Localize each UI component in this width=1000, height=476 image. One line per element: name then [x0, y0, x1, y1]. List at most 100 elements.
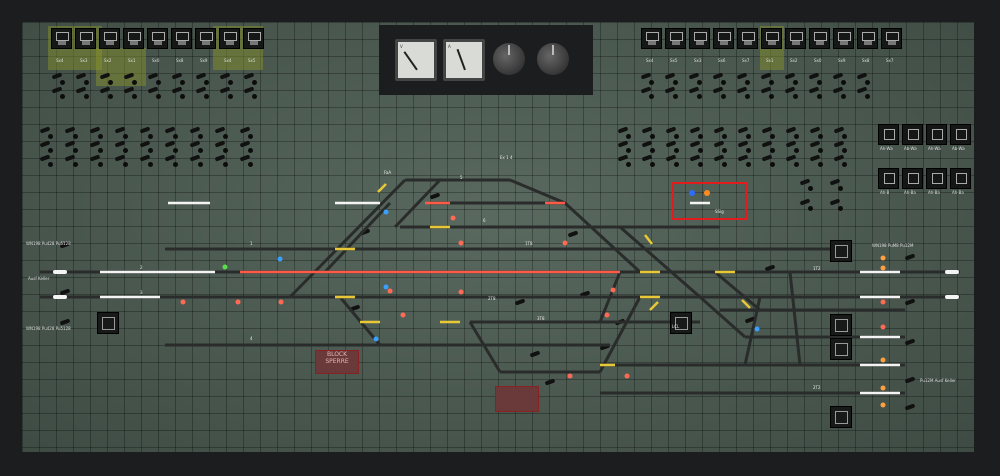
left-switch-8[interactable] [243, 28, 264, 49]
switch-icon [128, 32, 141, 41]
control-box-right-1[interactable] [830, 240, 852, 262]
right-switch-label: Sx5 [670, 58, 678, 63]
lever-pivot [148, 162, 153, 167]
switch-button [82, 41, 90, 45]
lever-pivot [818, 148, 823, 153]
lever-pivot [818, 134, 823, 139]
panel-switch-label: Ah-Ba [952, 190, 964, 195]
lever-pivot [48, 148, 53, 153]
lever-pivot [173, 162, 178, 167]
panel-switch-label: Ah-Wa [928, 146, 941, 151]
panel-switch-icon [932, 129, 943, 140]
right-switch-2[interactable] [689, 28, 710, 49]
control-box-right-2[interactable] [830, 314, 852, 336]
right-switch-6[interactable] [785, 28, 806, 49]
panel-switch-label: Ah-Ba [904, 190, 916, 195]
right-switch-8[interactable] [833, 28, 854, 49]
lever-pivot [673, 80, 678, 85]
panel-switch-6[interactable] [926, 168, 947, 189]
switch-button [250, 41, 258, 45]
lever-pivot [173, 148, 178, 153]
lever-pivot [745, 94, 750, 99]
lever-pivot [793, 94, 798, 99]
switch-icon [766, 32, 779, 41]
lever-pivot [698, 148, 703, 153]
lever-pivot [808, 206, 813, 211]
left-switch-label: Sx3 [80, 58, 88, 63]
control-box-center[interactable] [670, 312, 692, 334]
lever-pivot [793, 80, 798, 85]
control-box-right-4[interactable] [830, 406, 852, 428]
lever-pivot [697, 94, 702, 99]
switch-button [202, 41, 210, 45]
left-switch-2[interactable] [99, 28, 120, 49]
switch-button [768, 41, 776, 45]
right-switch-label: Sx0 [814, 58, 822, 63]
lever-pivot [746, 148, 751, 153]
right-switch-9[interactable] [857, 28, 878, 49]
track-label: 6 [483, 218, 486, 223]
right-switch-0[interactable] [641, 28, 662, 49]
switch-icon [790, 32, 803, 41]
lever-pivot [248, 134, 253, 139]
block-sign-1: BLOCK SPERRE [315, 350, 359, 374]
left-switch-label: Sx5 [248, 58, 256, 63]
left-switch-5[interactable] [171, 28, 192, 49]
panel-switch-5[interactable] [902, 168, 923, 189]
switch-button [840, 41, 848, 45]
right-switch-5[interactable] [761, 28, 782, 49]
lever-pivot [746, 134, 751, 139]
panel-switch-icon [956, 173, 967, 184]
left-switch-3[interactable] [123, 28, 144, 49]
lever-pivot [841, 94, 846, 99]
track-label: 4 [250, 336, 253, 341]
lever-pivot [156, 94, 161, 99]
lever-pivot [148, 148, 153, 153]
right-switch-3[interactable] [713, 28, 734, 49]
left-switch-label: Sx1 [128, 58, 136, 63]
panel-switch-1[interactable] [902, 124, 923, 145]
switch-button [696, 41, 704, 45]
panel-switch-label: Ah-Wa [880, 146, 893, 151]
track-label: 1 [250, 241, 253, 246]
track-label: FaA [384, 170, 392, 175]
right-switch-7[interactable] [809, 28, 830, 49]
switch-button [744, 41, 752, 45]
track-label: 1T2 [813, 266, 821, 271]
left-switch-7[interactable] [219, 28, 240, 49]
panel-switch-2[interactable] [926, 124, 947, 145]
track-label: 2T2 [813, 385, 821, 390]
panel-switch-7[interactable] [950, 168, 971, 189]
block-sign-1-text: BLOCK SPERRE [325, 351, 349, 365]
control-knob-1[interactable] [493, 43, 525, 75]
left-switch-1[interactable] [75, 28, 96, 49]
left-switch-4[interactable] [147, 28, 168, 49]
right-switch-label: Sx4 [646, 58, 654, 63]
lever-pivot [746, 162, 751, 167]
panel-switch-4[interactable] [878, 168, 899, 189]
switch-button [888, 41, 896, 45]
left-switch-6[interactable] [195, 28, 216, 49]
panel-switch-3[interactable] [950, 124, 971, 145]
switch-icon [200, 32, 213, 41]
lever-pivot [674, 162, 679, 167]
track-label: 2 [140, 265, 143, 270]
lever-pivot [842, 148, 847, 153]
switch-icon [670, 32, 683, 41]
control-box-left[interactable] [97, 312, 119, 334]
control-knob-2[interactable] [537, 43, 569, 75]
switch-button [672, 41, 680, 45]
lever-pivot [248, 148, 253, 153]
panel-switch-0[interactable] [878, 124, 899, 145]
left-switch-0[interactable] [51, 28, 72, 49]
panel-switch-icon [932, 173, 943, 184]
switch-button [720, 41, 728, 45]
right-switch-1[interactable] [665, 28, 686, 49]
right-switch-4[interactable] [737, 28, 758, 49]
control-box-right-3[interactable] [830, 338, 852, 360]
right-switch-10[interactable] [881, 28, 902, 49]
panel-switch-icon [884, 173, 895, 184]
lever-pivot [228, 80, 233, 85]
switch-button [154, 41, 162, 45]
